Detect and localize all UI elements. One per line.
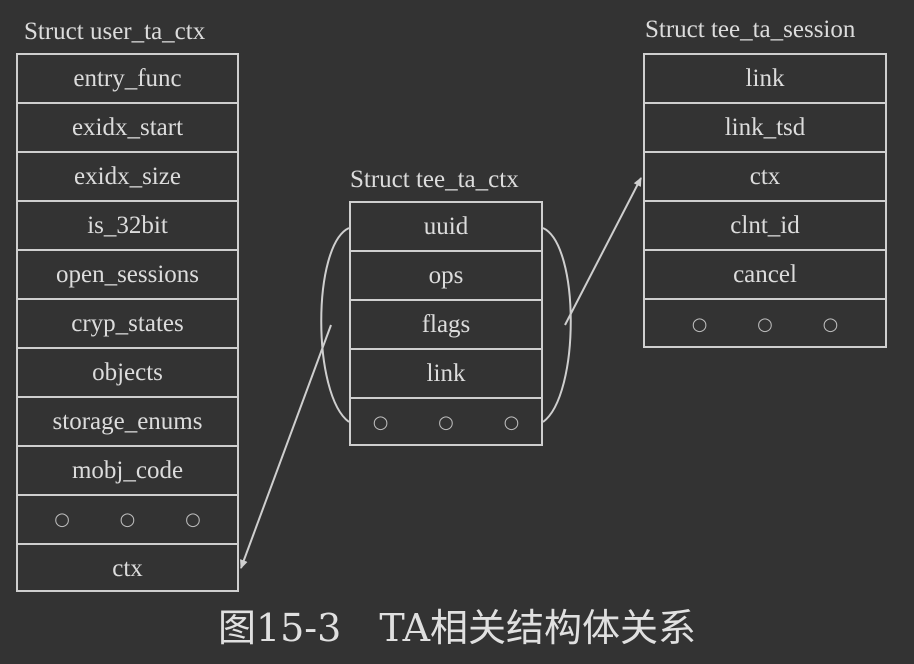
figure-caption: 图15-3 TA相关结构体关系 (217, 606, 697, 650)
arrow-to-user-ta-ctx-ctx (240, 324, 332, 569)
field-exidx-start: exidx_start (18, 104, 237, 153)
field-ellipsis: ○ ○ ○ (18, 496, 237, 545)
field-uuid: uuid (351, 203, 541, 252)
tee-ta-session-box: link link_tsd ctx clnt_id cancel ○ ○ ○ (643, 53, 887, 348)
field-mobj-code: mobj_code (18, 447, 237, 496)
right-bracket-curve (542, 227, 572, 423)
user-ta-ctx-title: Struct user_ta_ctx (24, 18, 206, 45)
field-link: link (645, 55, 885, 104)
user-ta-ctx-box: entry_func exidx_start exidx_size is_32b… (16, 53, 239, 592)
field-flags: flags (351, 301, 541, 350)
field-cancel: cancel (645, 251, 885, 300)
field-is-32bit: is_32bit (18, 202, 237, 251)
field-open-sessions: open_sessions (18, 251, 237, 300)
field-ellipsis: ○ ○ ○ (372, 412, 542, 433)
field-ellipsis: ○ ○ ○ (691, 313, 861, 335)
field-clnt-id: clnt_id (645, 202, 885, 251)
tee-ta-session-title: Struct tee_ta_session (645, 16, 856, 43)
tee-ta-ctx-title: Struct tee_ta_ctx (350, 166, 519, 193)
field-link-tsd: link_tsd (645, 104, 885, 153)
field-cryp-states: cryp_states (18, 300, 237, 349)
tee-ta-ctx-box: uuid ops flags link ○ ○ ○ (349, 201, 543, 446)
left-bracket-curve (320, 227, 350, 423)
arrow-to-tee-ta-session-ctx (564, 177, 642, 326)
field-ops: ops (351, 252, 541, 301)
field-exidx-size: exidx_size (18, 153, 237, 202)
field-link: link (351, 350, 541, 399)
field-objects: objects (18, 349, 237, 398)
field-ctx: ctx (645, 153, 885, 202)
field-storage-enums: storage_enums (18, 398, 237, 447)
field-entry-func: entry_func (18, 55, 237, 104)
field-ctx: ctx (112, 554, 143, 582)
